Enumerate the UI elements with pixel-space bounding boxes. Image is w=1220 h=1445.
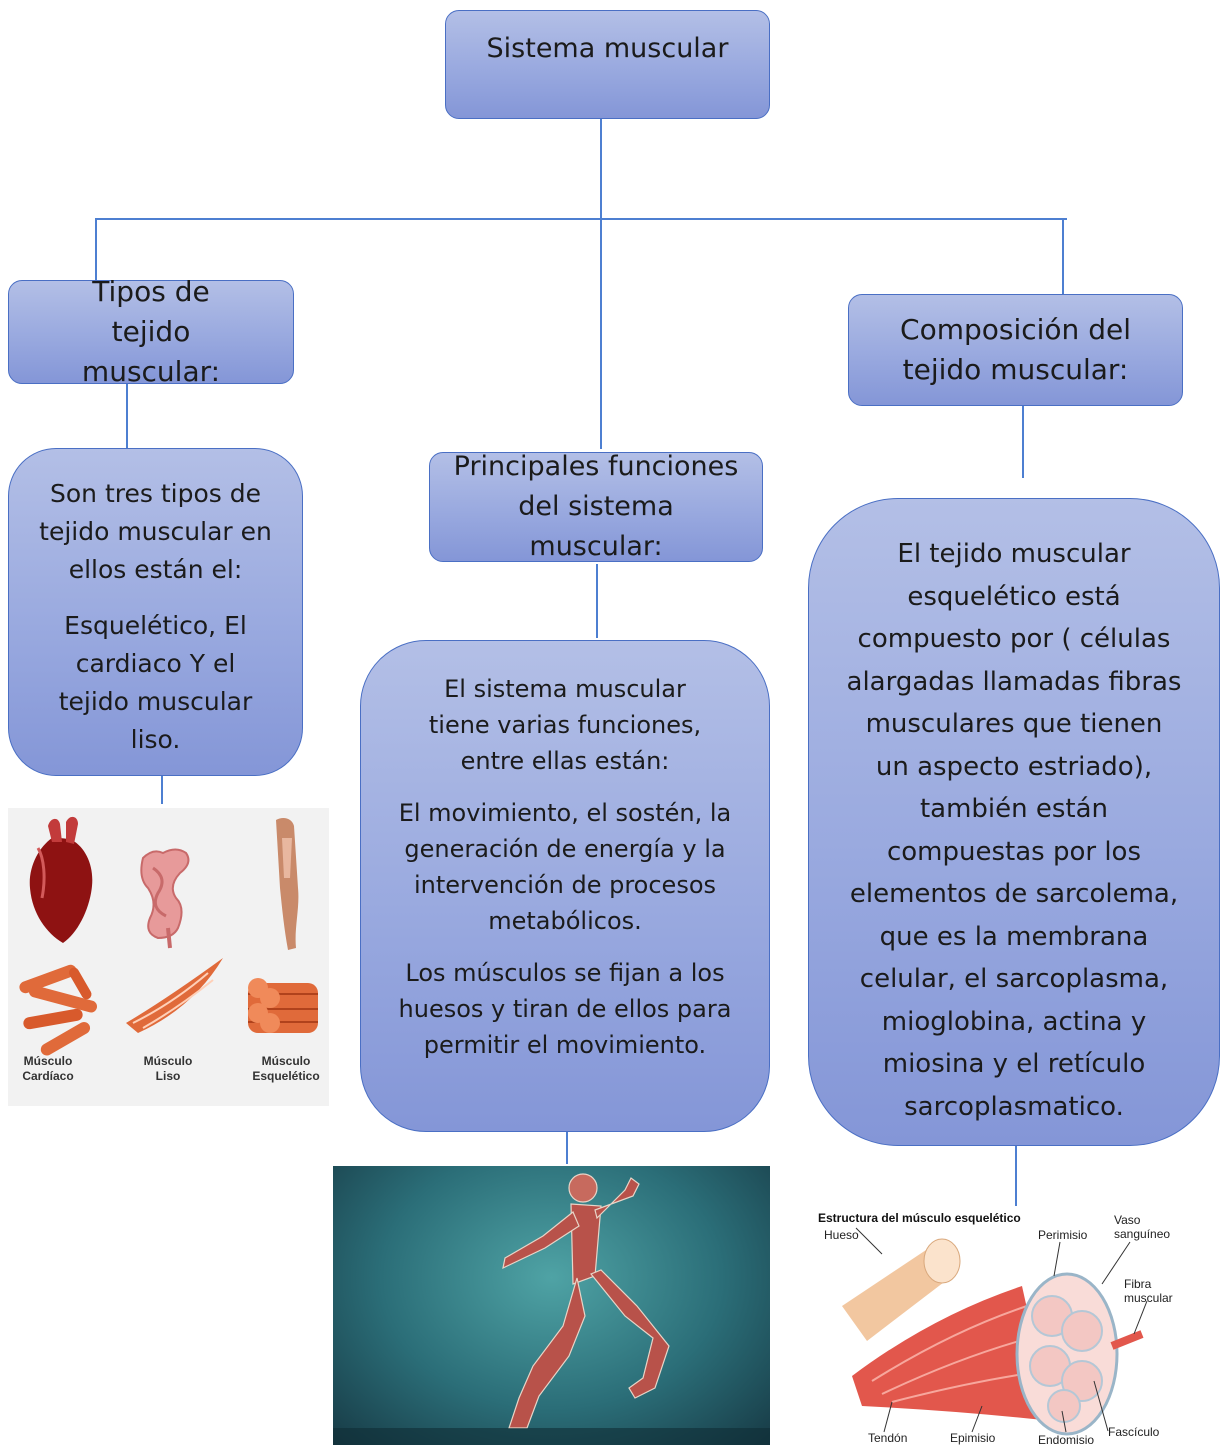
label-epimisio: Epimisio bbox=[950, 1431, 996, 1445]
label-fasciculo: Fascículo bbox=[1108, 1425, 1160, 1439]
connector-left-header-body bbox=[126, 384, 128, 448]
label-liso-2: Liso bbox=[156, 1069, 181, 1083]
label-esqueletico-2: Esquelético bbox=[252, 1069, 319, 1083]
connector-center-header-body bbox=[596, 564, 598, 638]
connector-root-down bbox=[600, 119, 602, 449]
label-hueso: Hueso bbox=[824, 1228, 859, 1242]
muscle-types-illustration: Músculo Cardíaco Músculo Liso Músculo Es… bbox=[19, 816, 320, 1083]
leg-muscle-icon bbox=[276, 818, 299, 950]
label-fibra-1: Fibra bbox=[1124, 1277, 1152, 1291]
tipos-body-para1: Son tres tipos de tejido muscular en ell… bbox=[39, 479, 272, 584]
tipos-body-para2: Esquelético, El cardiaco Y el tejido mus… bbox=[58, 611, 253, 754]
runner-illustration bbox=[333, 1173, 770, 1445]
cardiac-fibers-icon bbox=[19, 964, 98, 1056]
runner-icon bbox=[502, 1173, 670, 1429]
root-title: Sistema muscular bbox=[486, 33, 729, 64]
label-liso-1: Músculo bbox=[144, 1054, 193, 1068]
composicion-header-text: Composición del tejido muscular: bbox=[900, 313, 1131, 386]
label-perimisio: Perimisio bbox=[1038, 1228, 1088, 1242]
tipos-header-text: Tipos de tejido muscular: bbox=[81, 275, 221, 388]
smooth-muscle-icon bbox=[126, 958, 223, 1033]
connector-left-body-figure bbox=[161, 776, 163, 804]
muscle-bundle-icon bbox=[852, 1272, 1144, 1436]
label-fibra-2: muscular bbox=[1124, 1291, 1173, 1305]
node-funciones-body: El sistema muscular tiene varias funcion… bbox=[360, 640, 770, 1132]
structure-title: Estructura del músculo esquelético bbox=[818, 1211, 1021, 1225]
root-node: Sistema muscular bbox=[445, 10, 770, 119]
connector-center-body-figure bbox=[566, 1130, 568, 1164]
label-vaso-1: Vaso bbox=[1114, 1213, 1141, 1227]
node-composicion-header: Composición del tejido muscular: bbox=[848, 294, 1183, 406]
connector-right-header-body bbox=[1022, 406, 1024, 478]
muscle-types-figure: Músculo Cardíaco Músculo Liso Músculo Es… bbox=[8, 808, 329, 1106]
runner-figure bbox=[333, 1166, 770, 1445]
label-leaders bbox=[855, 1227, 1148, 1433]
label-cardiaco-1: Músculo bbox=[24, 1054, 73, 1068]
label-esqueletico-1: Músculo bbox=[262, 1054, 311, 1068]
connector-horizontal bbox=[95, 218, 1067, 220]
funciones-header-text: Principales funciones del sistema muscul… bbox=[453, 451, 739, 562]
node-tipos-body: Son tres tipos de tejido muscular en ell… bbox=[8, 448, 303, 776]
label-vaso-2: sanguíneo bbox=[1114, 1227, 1170, 1241]
label-cardiaco-2: Cardíaco bbox=[22, 1069, 73, 1083]
node-funciones-header: Principales funciones del sistema muscul… bbox=[429, 451, 763, 562]
label-tendon: Tendón bbox=[868, 1431, 907, 1445]
connector-right-body-figure bbox=[1015, 1146, 1017, 1208]
muscle-structure-illustration: Estructura del músculo esquelético Hueso… bbox=[818, 1211, 1173, 1445]
connector-right-branch bbox=[1062, 218, 1064, 294]
funciones-body-para3: Los músculos se fijan a los huesos y tir… bbox=[398, 959, 732, 1059]
node-tipos-header: Tipos de tejido muscular: bbox=[8, 275, 294, 388]
muscle-structure-figure: Estructura del músculo esquelético Hueso… bbox=[812, 1206, 1192, 1445]
node-composicion-body: El tejido muscular esquelético está comp… bbox=[808, 498, 1220, 1146]
connector-left-branch bbox=[95, 218, 97, 280]
intestine-icon bbox=[140, 848, 190, 949]
funciones-body-para1: El sistema muscular tiene varias funcion… bbox=[428, 675, 702, 775]
skeletal-fibers-icon bbox=[248, 978, 318, 1033]
composicion-body-text: El tejido muscular esquelético está comp… bbox=[846, 539, 1182, 1122]
heart-icon bbox=[29, 816, 93, 943]
bone-icon bbox=[842, 1238, 961, 1341]
label-endomisio: Endomisio bbox=[1038, 1433, 1094, 1445]
funciones-body-para2: El movimiento, el sostén, la generación … bbox=[398, 799, 732, 935]
